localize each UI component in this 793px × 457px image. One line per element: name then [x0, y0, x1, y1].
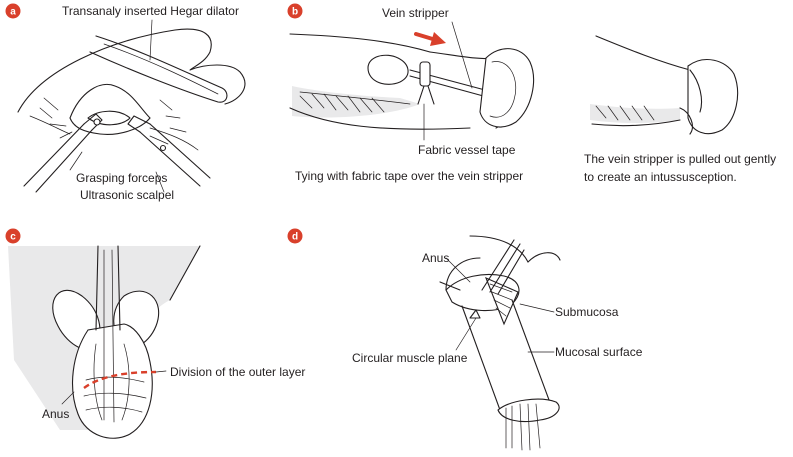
grasping-forceps	[23, 113, 103, 193]
label-anus-d: Anus	[422, 251, 449, 265]
label-vein-stripper: Vein stripper	[382, 6, 449, 20]
panel-c: c Division of the outer layer Anus	[5, 228, 305, 439]
label-fabric-vessel-tape: Fabric vessel tape	[418, 143, 516, 157]
label-ultrasonic-scalpel: Ultrasonic scalpel	[80, 188, 174, 202]
panel-d: d Anu	[287, 228, 643, 451]
badge-d: d	[287, 228, 303, 244]
badge-b: b	[287, 3, 303, 19]
badge-c: c	[5, 228, 21, 244]
hegar-dilator	[89, 35, 228, 103]
circular-muscle-marker	[469, 309, 481, 319]
perianal-folds	[29, 97, 199, 151]
bowel-upper-wall-left	[289, 33, 431, 53]
badge-c-text: c	[10, 232, 16, 243]
panel-b: b	[287, 3, 776, 184]
mesentery-hatching-right	[595, 105, 655, 121]
ultrasonic-scalpel	[127, 115, 211, 187]
label-mucosal-surface: Mucosal surface	[555, 345, 643, 359]
badge-a: a	[5, 3, 21, 19]
vein-stripper-head	[367, 54, 409, 85]
label-hegar-dilator: Transanaly inserted Hegar dilator	[62, 4, 239, 18]
mesentery-hatching-left	[299, 93, 385, 113]
caption-pull-line1: The vein stripper is pulled out gently	[584, 152, 776, 166]
caption-tying: Tying with fabric tape over the vein str…	[295, 169, 523, 183]
fabric-tape-knot	[417, 61, 435, 105]
label-anus-c: Anus	[42, 407, 69, 421]
badge-a-text: a	[10, 7, 16, 18]
badge-b-text: b	[292, 7, 298, 18]
pull-direction-arrow	[414, 32, 446, 46]
bowel-tube-right	[511, 299, 553, 409]
bowel-inner-lines	[83, 249, 147, 423]
label-circular-muscle-plane: Circular muscle plane	[352, 351, 468, 365]
intussuscepted-segment	[687, 59, 739, 135]
label-submucosa: Submucosa	[555, 305, 619, 319]
bowel-upper-wall-right	[595, 35, 691, 71]
caption-pull-line2: to create an intussusception.	[584, 170, 737, 184]
perineum-outline	[17, 28, 246, 113]
badge-d-text: d	[292, 232, 298, 243]
label-grasping-forceps: Grasping forceps	[76, 171, 167, 185]
bottom-forceps	[505, 403, 541, 451]
label-division-outer-layer: Division of the outer layer	[170, 365, 305, 379]
bowel-tube-left	[461, 305, 501, 411]
panel-a: a	[5, 3, 246, 202]
division-line	[83, 370, 157, 389]
anal-opening	[69, 84, 151, 135]
